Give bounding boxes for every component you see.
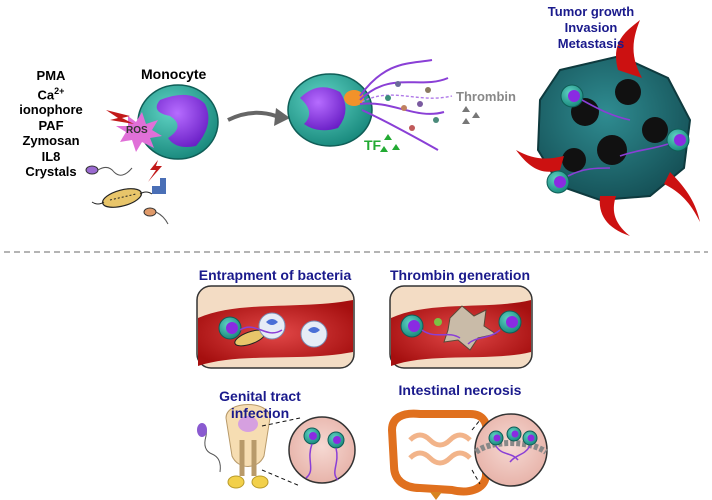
tumor-monocytes [546,84,690,194]
stimulus-ionophore: ionophore [19,102,83,118]
bacteria-icon [85,165,169,225]
ros-burst [116,112,162,152]
stimulus-pma: PMA [36,68,66,83]
stimulus-ca-superscript: 2+ [54,85,65,96]
thrombin-triangles [462,106,480,124]
intestine-zoom-circle [474,413,548,487]
stimulus-crystals: Crystals [25,164,77,180]
genital-tract-title: Genital tract infection [200,388,320,422]
monocyte-cell [137,84,219,160]
genital-tract-title-line2: infection [230,405,290,421]
genital-tract [197,404,301,489]
stimulus-paf: PAF [38,117,64,133]
tumor-label-metastasis: Metastasis [557,36,625,51]
tf-label: TF [364,137,382,153]
intestinal-necrosis-title: Intestinal necrosis [398,382,522,398]
stimulus-ca: Ca2+ [37,85,65,102]
arrow-icon [227,110,277,122]
thrombin-generation-title: Thrombin generation [390,267,530,283]
vessel-thrombin [389,285,533,369]
arrow-head-icon [274,108,290,126]
tf-triangles [380,134,400,152]
stimulus-il8: IL8 [41,148,61,164]
tumor-label-invasion: Invasion [564,20,618,35]
tumor-label: Tumor growth Invasion Metastasis [536,4,646,52]
genital-tract-title-line1: Genital tract [219,388,301,404]
tumor-mass [516,20,700,236]
net-monocyte [287,59,453,151]
thrombin-label: Thrombin [456,89,516,104]
lightning-bolt-icon [106,110,162,182]
stimuli-list: PMA Ca2+ ionophore PAF Zymosan IL8 Cryst… [14,68,88,180]
monocyte-label: Monocyte [141,66,207,82]
genital-zoom-circle [288,416,356,484]
tumor-label-growth: Tumor growth [547,4,635,19]
entrapment-title: Entrapment of bacteria [198,267,352,283]
ros-label: ROS [126,125,148,136]
vessel-entrapment [196,285,355,369]
intestine [387,409,491,500]
stimulus-zymosan: Zymosan [22,133,80,149]
